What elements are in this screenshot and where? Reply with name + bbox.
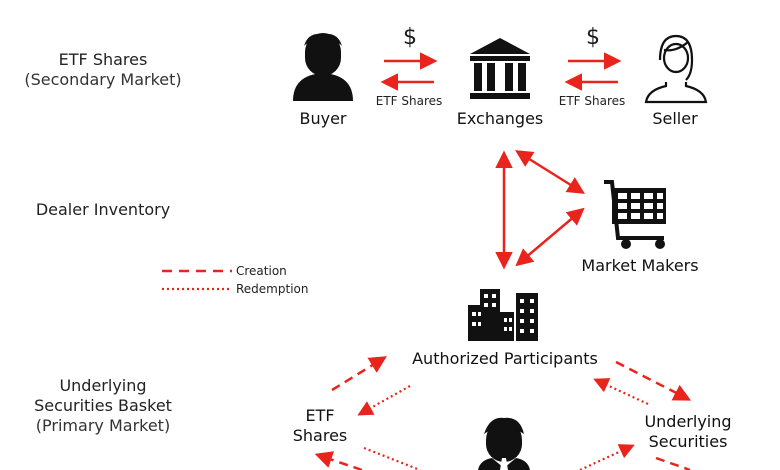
shopping-cart-icon	[604, 180, 666, 249]
creation-arrow-ap-to-underlying	[615, 360, 692, 401]
primary-market-subtitle: (Primary Market)	[35, 416, 171, 435]
buyer-icon	[293, 33, 353, 101]
etf-shares-flow-label-right: ETF Shares	[558, 94, 626, 108]
legend-creation-label: Creation	[236, 264, 287, 278]
underlying-securities-line1: Underlying	[644, 412, 732, 431]
secondary-market-subtitle: (Secondary Market)	[24, 70, 182, 89]
underlying-securities-node-label: Underlying Securities	[618, 412, 758, 452]
etf-shares-title: ETF Shares	[58, 50, 148, 69]
underlying-securities-line2: Securities	[648, 432, 728, 451]
seller-icon	[644, 34, 708, 104]
office-buildings-icon	[468, 289, 538, 341]
legend-redemption-label: Redemption	[236, 282, 309, 296]
buyer-label: Buyer	[299, 109, 347, 128]
etf-shares-secondary-label: ETF Shares (Secondary Market)	[8, 50, 198, 90]
creation-arrow-etf-to-ap	[331, 356, 387, 392]
etf-shares-flow-label-left: ETF Shares	[375, 94, 443, 108]
etf-shares-node-label: ETF Shares	[275, 406, 365, 446]
dealer-inventory-label: Dealer Inventory	[35, 200, 171, 219]
exchanges-label: Exchanges	[456, 109, 544, 128]
market-makers-label: Market Makers	[581, 256, 699, 275]
creation-arrow-bottom-left	[314, 451, 363, 470]
dollar-label-left: $	[403, 25, 417, 50]
authorized-participants-label: Authorized Participants	[412, 349, 598, 368]
arrow-market-makers-ap	[515, 207, 585, 267]
redemption-arrow-underlying-to-ap	[593, 378, 649, 405]
etf-shares-node-line2: Shares	[292, 426, 348, 445]
underlying-line1: Underlying	[59, 376, 147, 395]
dollar-label-right: $	[586, 25, 600, 50]
redemption-arrow-bottom-right	[579, 444, 635, 470]
redemption-arrow-bottom-left	[363, 446, 421, 470]
etf-shares-node-line1: ETF	[305, 406, 335, 425]
exchange-building-icon	[470, 38, 530, 99]
redemption-arrow-ap-to-etf	[357, 385, 411, 416]
creation-arrow-bottom-right	[655, 456, 691, 470]
seller-label: Seller	[652, 109, 698, 128]
underlying-line2: Securities Basket	[34, 396, 172, 415]
underlying-basket-label: Underlying Securities Basket (Primary Ma…	[8, 376, 198, 436]
business-person-icon	[478, 417, 530, 470]
arrow-exchange-market-makers	[515, 150, 585, 194]
